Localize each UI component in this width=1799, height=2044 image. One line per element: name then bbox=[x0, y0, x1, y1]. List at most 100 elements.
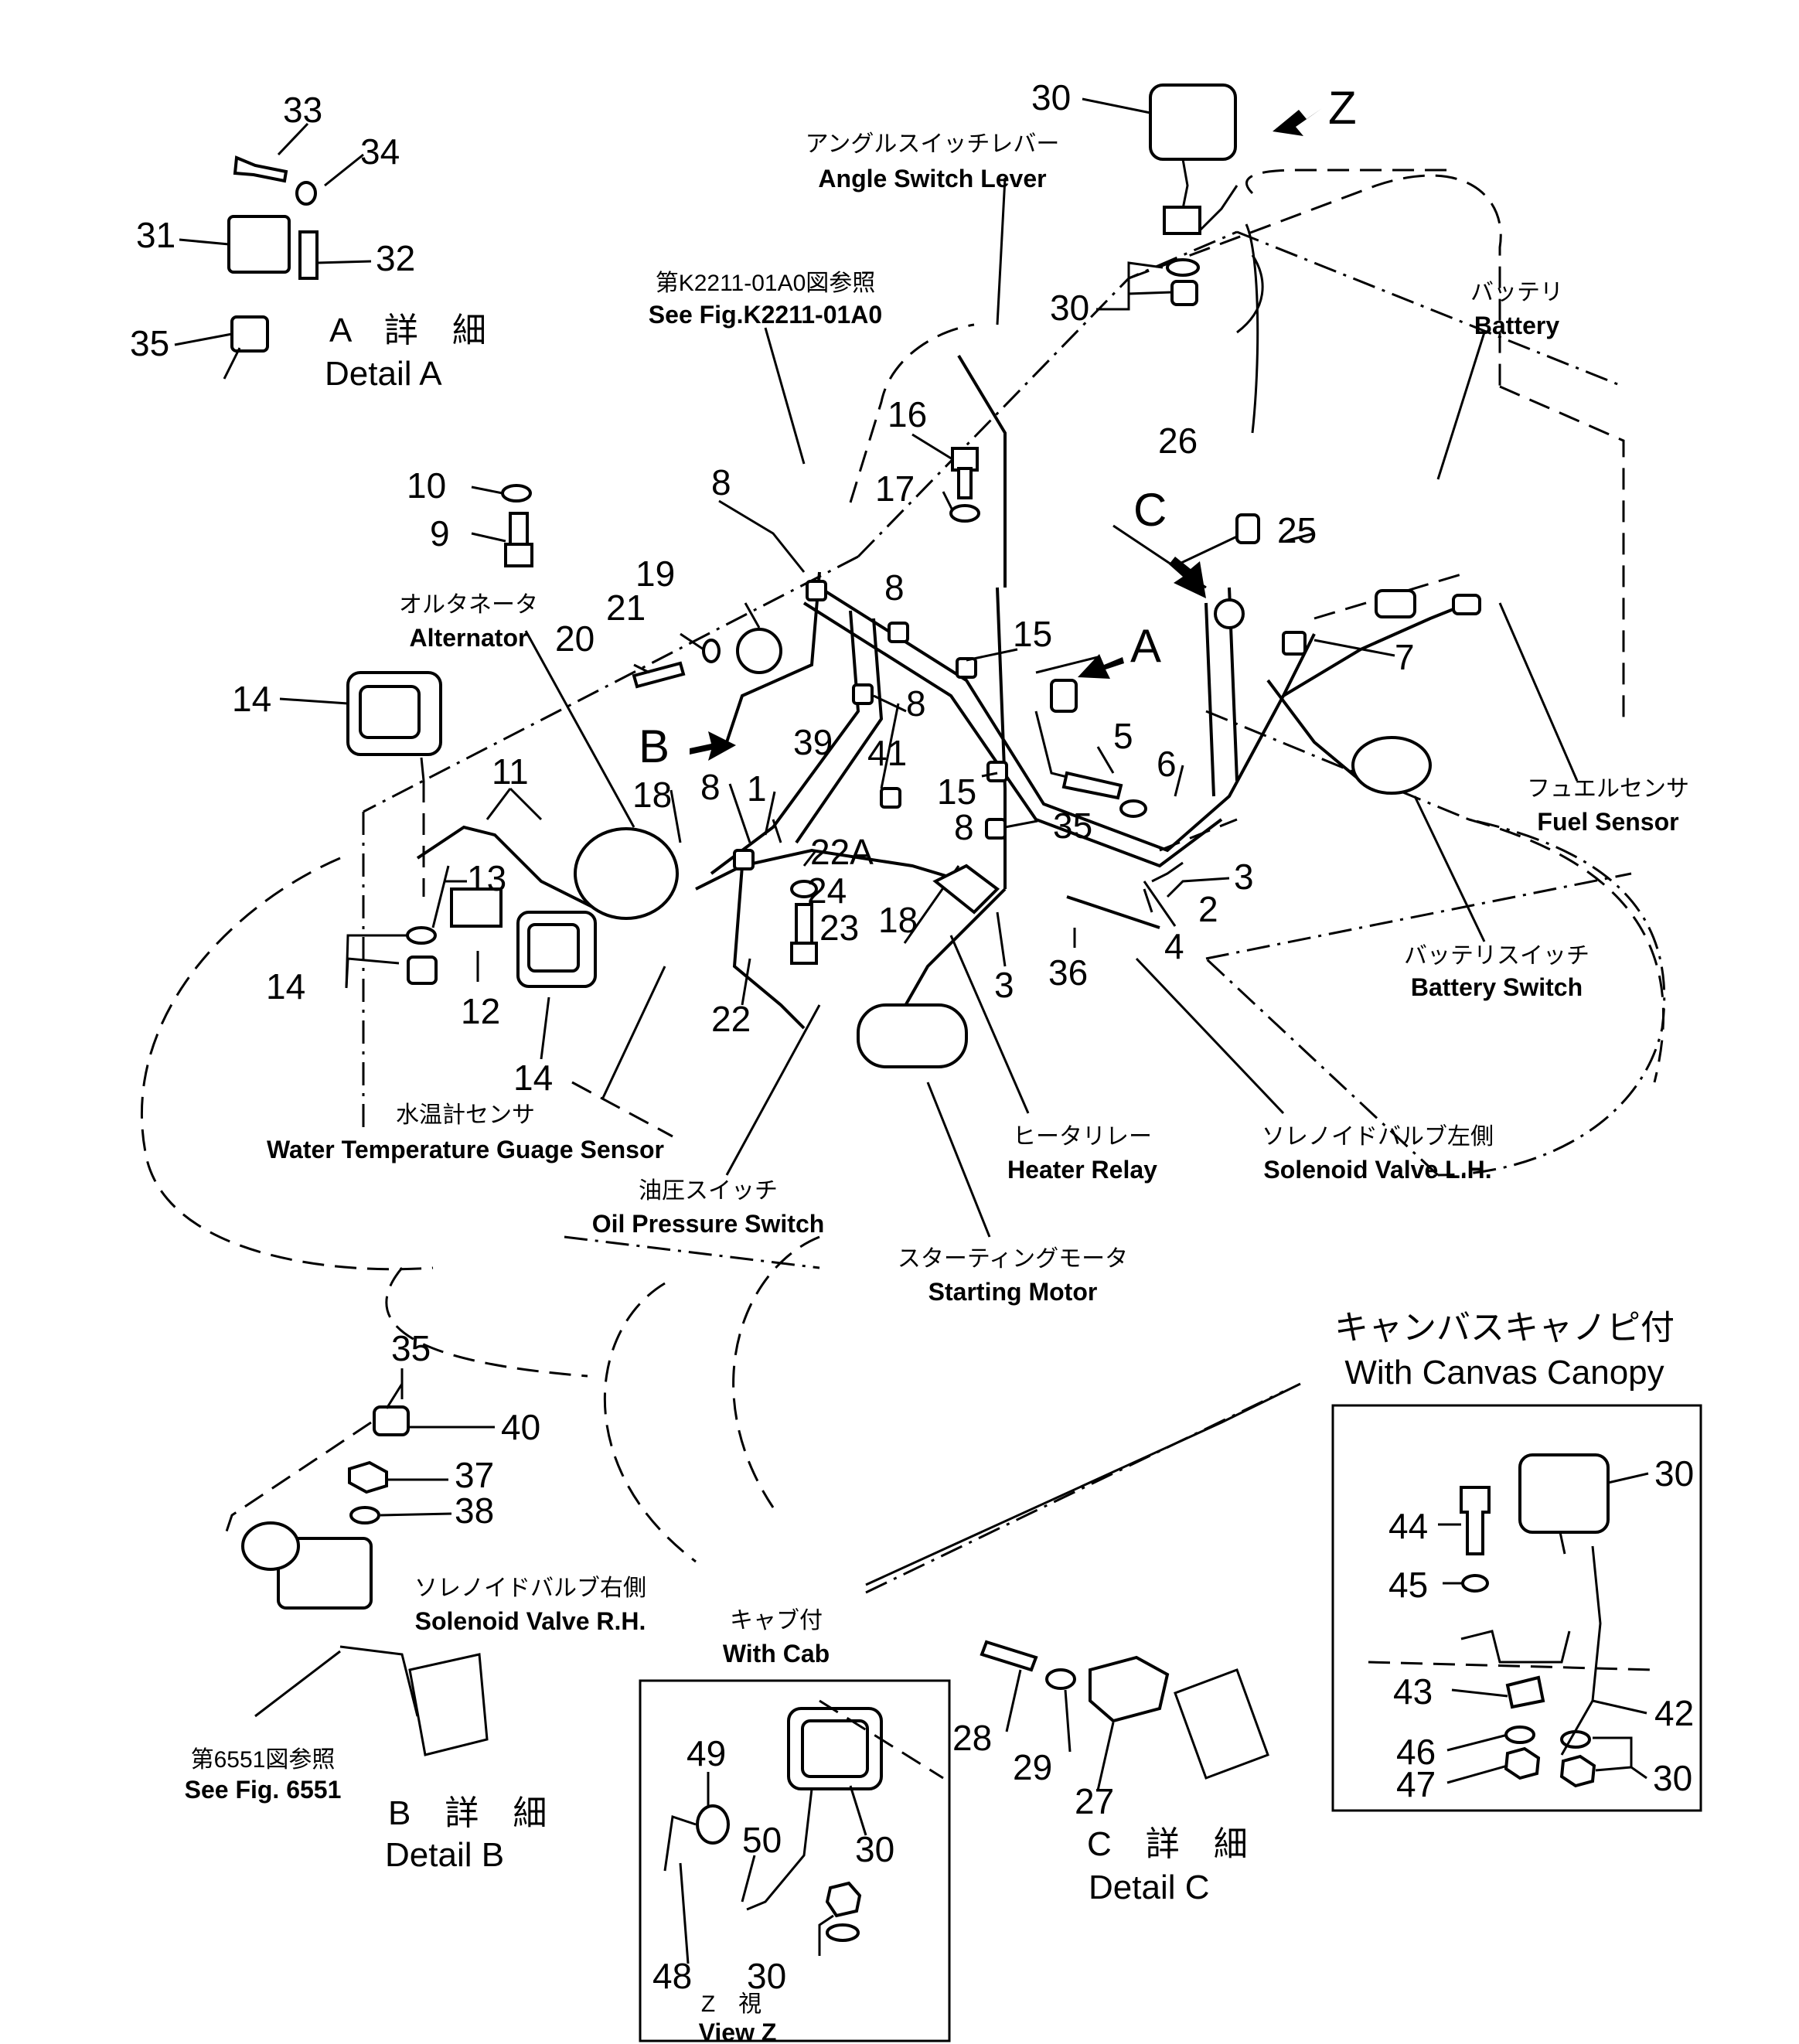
battery-switch-label-jp: バッテリスイッチ bbox=[1404, 943, 1589, 969]
part-22a: 22A bbox=[810, 832, 874, 872]
washer-21 bbox=[702, 639, 721, 663]
part-4: 4 bbox=[1164, 926, 1184, 966]
view-letter-b: B bbox=[639, 721, 670, 772]
part-33: 33 bbox=[283, 90, 322, 130]
part-23: 23 bbox=[819, 908, 859, 948]
part-34: 34 bbox=[360, 131, 400, 172]
part-39: 39 bbox=[793, 722, 833, 762]
nut-14-lower bbox=[407, 956, 438, 985]
work-light-30-cab-lens bbox=[801, 1719, 869, 1778]
with-cab-box bbox=[639, 1679, 951, 2042]
view-letters: Z A B C bbox=[639, 82, 1357, 772]
leader-lines bbox=[174, 97, 1649, 1964]
with-canvas-canopy-label: With Canvas Canopy bbox=[1344, 1354, 1664, 1392]
washer-30-canopy bbox=[1560, 1730, 1591, 1749]
washer-45 bbox=[1461, 1574, 1489, 1593]
nut-30-top bbox=[1170, 280, 1198, 306]
part-9: 9 bbox=[430, 513, 450, 554]
part-24: 24 bbox=[807, 870, 847, 911]
part-7: 7 bbox=[1395, 637, 1415, 677]
see-fig-6551-label: See Fig. 6551 bbox=[185, 1776, 342, 1804]
machine-outline bbox=[141, 169, 1666, 1594]
connector-35-detail-a bbox=[230, 315, 269, 353]
part-30-canopy-hardware: 30 bbox=[1653, 1758, 1692, 1798]
nut-30-canopy bbox=[1559, 1754, 1596, 1788]
part-19: 19 bbox=[635, 554, 675, 594]
part-18-a: 18 bbox=[632, 775, 672, 815]
arrow-b-icon bbox=[690, 731, 736, 761]
part-15-b: 15 bbox=[937, 772, 976, 812]
view-letter-c: C bbox=[1133, 484, 1167, 536]
washer-29 bbox=[1045, 1668, 1076, 1690]
part-50: 50 bbox=[742, 1820, 782, 1860]
connector-a bbox=[1050, 679, 1078, 713]
starting-motor-label-jp: スターティングモータ bbox=[898, 1246, 1128, 1272]
part-47: 47 bbox=[1396, 1764, 1436, 1804]
part-30-top: 30 bbox=[1031, 77, 1071, 118]
heater-relay-label-jp: ヒータリレー bbox=[1013, 1124, 1152, 1150]
work-light-30-canopy bbox=[1518, 1453, 1610, 1534]
part-31: 31 bbox=[136, 215, 175, 255]
washer-34 bbox=[295, 181, 317, 206]
starting-motor bbox=[857, 1003, 968, 1068]
bolt-5 bbox=[1061, 771, 1123, 800]
part-36: 36 bbox=[1048, 952, 1088, 993]
part-40: 40 bbox=[501, 1407, 540, 1447]
part-27: 27 bbox=[1075, 1781, 1114, 1821]
bracket-30-top bbox=[1163, 206, 1201, 235]
relay-31 bbox=[227, 215, 291, 274]
part-30-cab: 30 bbox=[855, 1829, 894, 1869]
part-48: 48 bbox=[652, 1956, 692, 1996]
bracket-27 bbox=[1089, 1655, 1170, 1723]
bolt-16 bbox=[951, 447, 979, 472]
part-49: 49 bbox=[687, 1733, 726, 1773]
detail-titles: A 詳 細 Detail A B 詳 細 Detail B C 詳 細 Deta… bbox=[325, 312, 1248, 1906]
solenoid-valve-rh bbox=[277, 1537, 373, 1610]
part-3-b: 3 bbox=[994, 965, 1014, 1005]
part-1: 1 bbox=[747, 768, 767, 809]
bolt-44 bbox=[1460, 1486, 1491, 1555]
solenoid-valve-rh-label-jp: ソレノイドバルブ右側 bbox=[414, 1576, 646, 1601]
see-fig-6551-label-jp: 第6551図参照 bbox=[191, 1747, 336, 1773]
bolt-9 bbox=[509, 512, 529, 547]
part-35-detail-b: 35 bbox=[391, 1328, 431, 1368]
battery-switch-label: Battery Switch bbox=[1411, 973, 1583, 1001]
work-light-30-top bbox=[1149, 83, 1237, 161]
view-z-label: View Z bbox=[699, 2018, 777, 2044]
part-14-a: 14 bbox=[232, 679, 271, 719]
bracket-12 bbox=[450, 887, 503, 928]
detail-b-title: Detail B bbox=[385, 1836, 504, 1874]
solenoid-valve-lh-label: Solenoid Valve L.H. bbox=[1263, 1156, 1491, 1184]
fuel-sensor-connector bbox=[1452, 594, 1481, 615]
part-11: 11 bbox=[492, 751, 529, 792]
washer-14-lower bbox=[406, 926, 437, 945]
oil-pressure-switch-label: Oil Pressure Switch bbox=[592, 1210, 825, 1238]
washer-30-top bbox=[1166, 258, 1200, 277]
fuel-sensor bbox=[1375, 589, 1416, 618]
part-38: 38 bbox=[455, 1490, 494, 1531]
fuel-sensor-label-jp: フュエルセンサ bbox=[1527, 776, 1689, 802]
part-14-c: 14 bbox=[513, 1058, 553, 1098]
starting-motor-label: Starting Motor bbox=[928, 1278, 1098, 1306]
angle-switch-lever-label-jp: アングルスイッチレバー bbox=[806, 131, 1060, 157]
washer-30-cab bbox=[826, 1923, 860, 1942]
part-25: 25 bbox=[1277, 510, 1317, 550]
part-42: 42 bbox=[1654, 1693, 1694, 1733]
bolt-16-shank bbox=[957, 467, 973, 499]
part-14-b: 14 bbox=[266, 966, 305, 1007]
bracket-43 bbox=[1505, 1675, 1545, 1709]
part-30-cab-hardware: 30 bbox=[747, 1956, 786, 1996]
connector-c bbox=[1214, 598, 1245, 629]
with-canvas-canopy-label-jp: キャンバスキャノピ付 bbox=[1334, 1309, 1675, 1347]
oil-pressure-switch-label-jp: 油圧スイッチ bbox=[639, 1178, 778, 1204]
part-29: 29 bbox=[1013, 1747, 1052, 1787]
part-44: 44 bbox=[1388, 1506, 1428, 1546]
part-3-a: 3 bbox=[1234, 857, 1254, 897]
view-z-label-jp: Z 視 bbox=[701, 1991, 762, 2017]
part-16: 16 bbox=[888, 394, 927, 434]
water-temperature-sensor-label: Water Temperature Guage Sensor bbox=[267, 1136, 664, 1163]
solenoid-valve-rh-label: Solenoid Valve R.H. bbox=[415, 1607, 646, 1635]
washer-38 bbox=[349, 1506, 380, 1524]
battery-label-jp: バッテリ bbox=[1470, 280, 1563, 305]
